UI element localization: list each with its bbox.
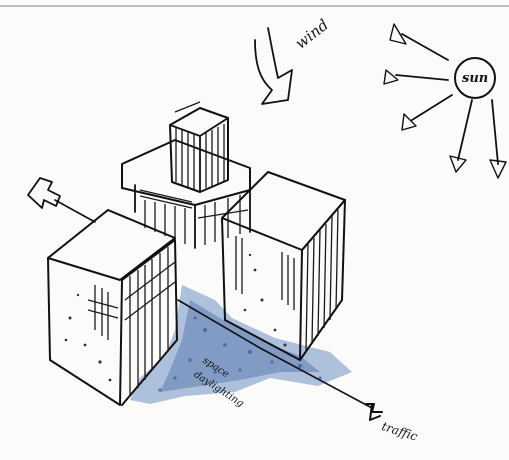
traffic-line	[177, 299, 373, 409]
sun-circle	[454, 57, 496, 99]
rooftop-tower	[169, 101, 229, 193]
right-block	[221, 171, 346, 361]
wind-arrow	[254, 27, 293, 105]
left-arrow	[27, 177, 96, 223]
sun-label: sun	[462, 71, 489, 86]
back-center-block	[121, 139, 251, 249]
traffic-arrow	[365, 403, 383, 421]
left-front-block	[47, 209, 178, 406]
courtyard-shading	[130, 285, 352, 404]
sun-diagram	[383, 23, 507, 179]
